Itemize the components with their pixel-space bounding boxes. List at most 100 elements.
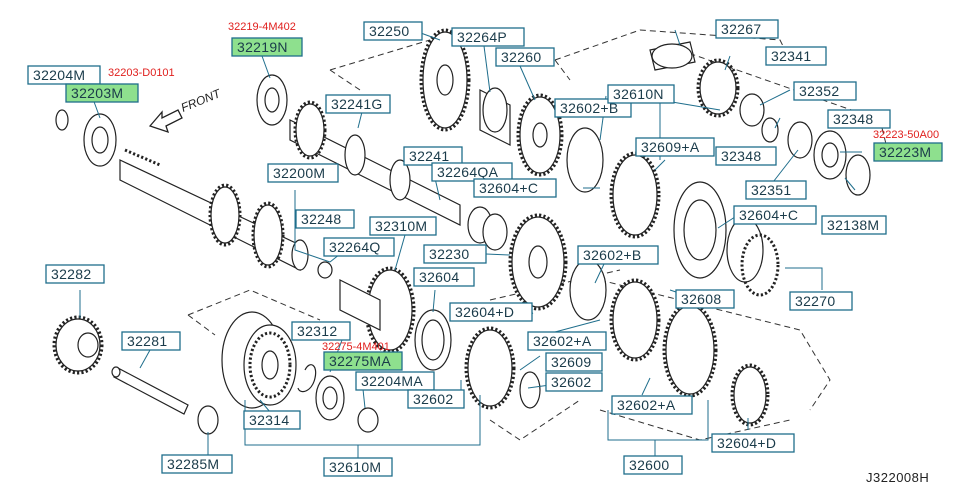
label-32604C-b: 32604+C <box>733 205 817 225</box>
svg-text:32602+A: 32602+A <box>617 397 676 413</box>
bearing-32275 <box>315 375 345 421</box>
snap-ring-32312 <box>297 364 317 393</box>
label-32352: 32352 <box>793 81 857 101</box>
svg-text:32602: 32602 <box>413 391 453 407</box>
svg-text:32341: 32341 <box>771 48 811 64</box>
label-32609A: 32609+A <box>635 137 715 157</box>
gear-32341 <box>696 58 740 118</box>
label-32203M[interactable]: 32203M <box>65 83 139 103</box>
label-32282: 32282 <box>45 264 105 284</box>
svg-text:32351: 32351 <box>751 182 791 198</box>
svg-text:32604+C: 32604+C <box>479 180 538 196</box>
svg-text:32264P: 32264P <box>457 29 507 45</box>
synchro-middle <box>569 259 770 427</box>
ring-32348 <box>761 117 779 143</box>
svg-text:32600: 32600 <box>629 457 669 473</box>
label-32602A-a: 32602+A <box>527 331 607 351</box>
svg-text:32348: 32348 <box>721 148 761 164</box>
svg-text:32352: 32352 <box>799 83 839 99</box>
bearing-32219 <box>256 74 288 126</box>
label-32267: 32267 <box>715 19 779 39</box>
svg-text:32260: 32260 <box>501 49 541 65</box>
collar-32352 <box>739 93 765 127</box>
label-32602B-b: 32602+B <box>577 245 659 265</box>
svg-text:32250: 32250 <box>369 23 409 39</box>
label-32200M: 32200M <box>267 163 339 183</box>
label-32348-b: 32348 <box>715 146 777 166</box>
svg-text:32200M: 32200M <box>273 165 325 181</box>
bearing-32285 <box>197 405 219 435</box>
svg-text:32230: 32230 <box>429 246 469 262</box>
label-32610N: 32610N <box>607 84 675 104</box>
gear-32260 <box>516 93 564 177</box>
svg-text:32241: 32241 <box>409 148 449 164</box>
svg-text:32609+A: 32609+A <box>641 139 700 155</box>
svg-text:32264Q: 32264Q <box>329 239 381 255</box>
gear-32310 <box>317 261 416 354</box>
label-32264P: 32264P <box>451 27 525 47</box>
svg-text:32610M: 32610M <box>329 459 381 475</box>
bearing-32267 <box>649 41 696 71</box>
countershaft-32241 <box>289 100 461 226</box>
svg-text:32219N: 32219N <box>237 39 288 55</box>
gear-32282 <box>52 315 104 375</box>
label-32602-a: 32602 <box>407 389 465 409</box>
label-32204MA: 32204MA <box>355 371 435 391</box>
svg-text:32609: 32609 <box>551 354 591 370</box>
shaft-32281 <box>111 366 189 415</box>
bearing-32351 <box>787 121 813 159</box>
svg-text:32602: 32602 <box>551 374 591 390</box>
svg-text:32348: 32348 <box>833 111 873 127</box>
svg-text:32275MA: 32275MA <box>329 353 391 369</box>
bearing-32203 <box>55 109 117 167</box>
label-32219N[interactable]: 32219N <box>231 37 303 57</box>
svg-text:32604: 32604 <box>419 269 459 285</box>
synchro-upper <box>566 127 780 297</box>
ring-32138 <box>845 154 871 196</box>
snap-ring-32204MA <box>357 407 379 433</box>
svg-text:32602+A: 32602+A <box>533 333 592 349</box>
front-arrow: FRONT <box>148 86 224 134</box>
svg-text:32610N: 32610N <box>613 86 664 102</box>
label-32275MA[interactable]: 32275MA <box>323 351 403 371</box>
svg-text:32203M: 32203M <box>71 85 123 101</box>
svg-text:32282: 32282 <box>51 266 91 282</box>
label-32604D-b: 32604+D <box>711 433 795 453</box>
svg-text:32608: 32608 <box>681 291 721 307</box>
label-32138M: 32138M <box>821 215 887 235</box>
svg-text:32604+D: 32604+D <box>455 304 514 320</box>
needle-bearing-32264 <box>467 206 508 251</box>
bearing-32223 <box>813 130 847 180</box>
label-32241: 32241 <box>403 146 463 166</box>
main-shaft <box>119 148 309 271</box>
gear-32230 <box>508 213 568 311</box>
label-32608: 32608 <box>675 289 735 309</box>
svg-text:32281: 32281 <box>127 333 167 349</box>
label-32604C-a: 32604+C <box>473 178 557 198</box>
svg-text:32241G: 32241G <box>331 96 383 112</box>
label-32264QA: 32264QA <box>431 162 513 182</box>
label-32341: 32341 <box>765 46 827 66</box>
label-32264Q: 32264Q <box>323 237 395 257</box>
sleeve-32264P <box>479 87 511 146</box>
label-32604D-a: 32604+D <box>449 302 533 322</box>
label-32314: 32314 <box>243 410 301 430</box>
note-32219: 32219-4M402 <box>228 21 296 33</box>
synchro-ring-32604 <box>414 309 541 410</box>
label-32602-b: 32602 <box>545 372 603 392</box>
svg-text:32604+D: 32604+D <box>717 435 776 451</box>
label-32223M[interactable]: 32223M <box>873 142 943 162</box>
label-32610M: 32610M <box>323 457 393 477</box>
svg-text:32204MA: 32204MA <box>361 373 423 389</box>
svg-text:32604+C: 32604+C <box>739 207 798 223</box>
svg-text:32314: 32314 <box>249 412 289 428</box>
label-32609: 32609 <box>545 352 603 372</box>
label-32604: 32604 <box>413 267 475 287</box>
note-32203: 32203-D0101 <box>108 67 175 79</box>
svg-text:32602+B: 32602+B <box>583 247 642 263</box>
label-32270: 32270 <box>789 291 853 311</box>
svg-text:32204M: 32204M <box>33 67 85 83</box>
label-32602A-b: 32602+A <box>611 395 693 415</box>
svg-text:32312: 32312 <box>297 323 337 339</box>
